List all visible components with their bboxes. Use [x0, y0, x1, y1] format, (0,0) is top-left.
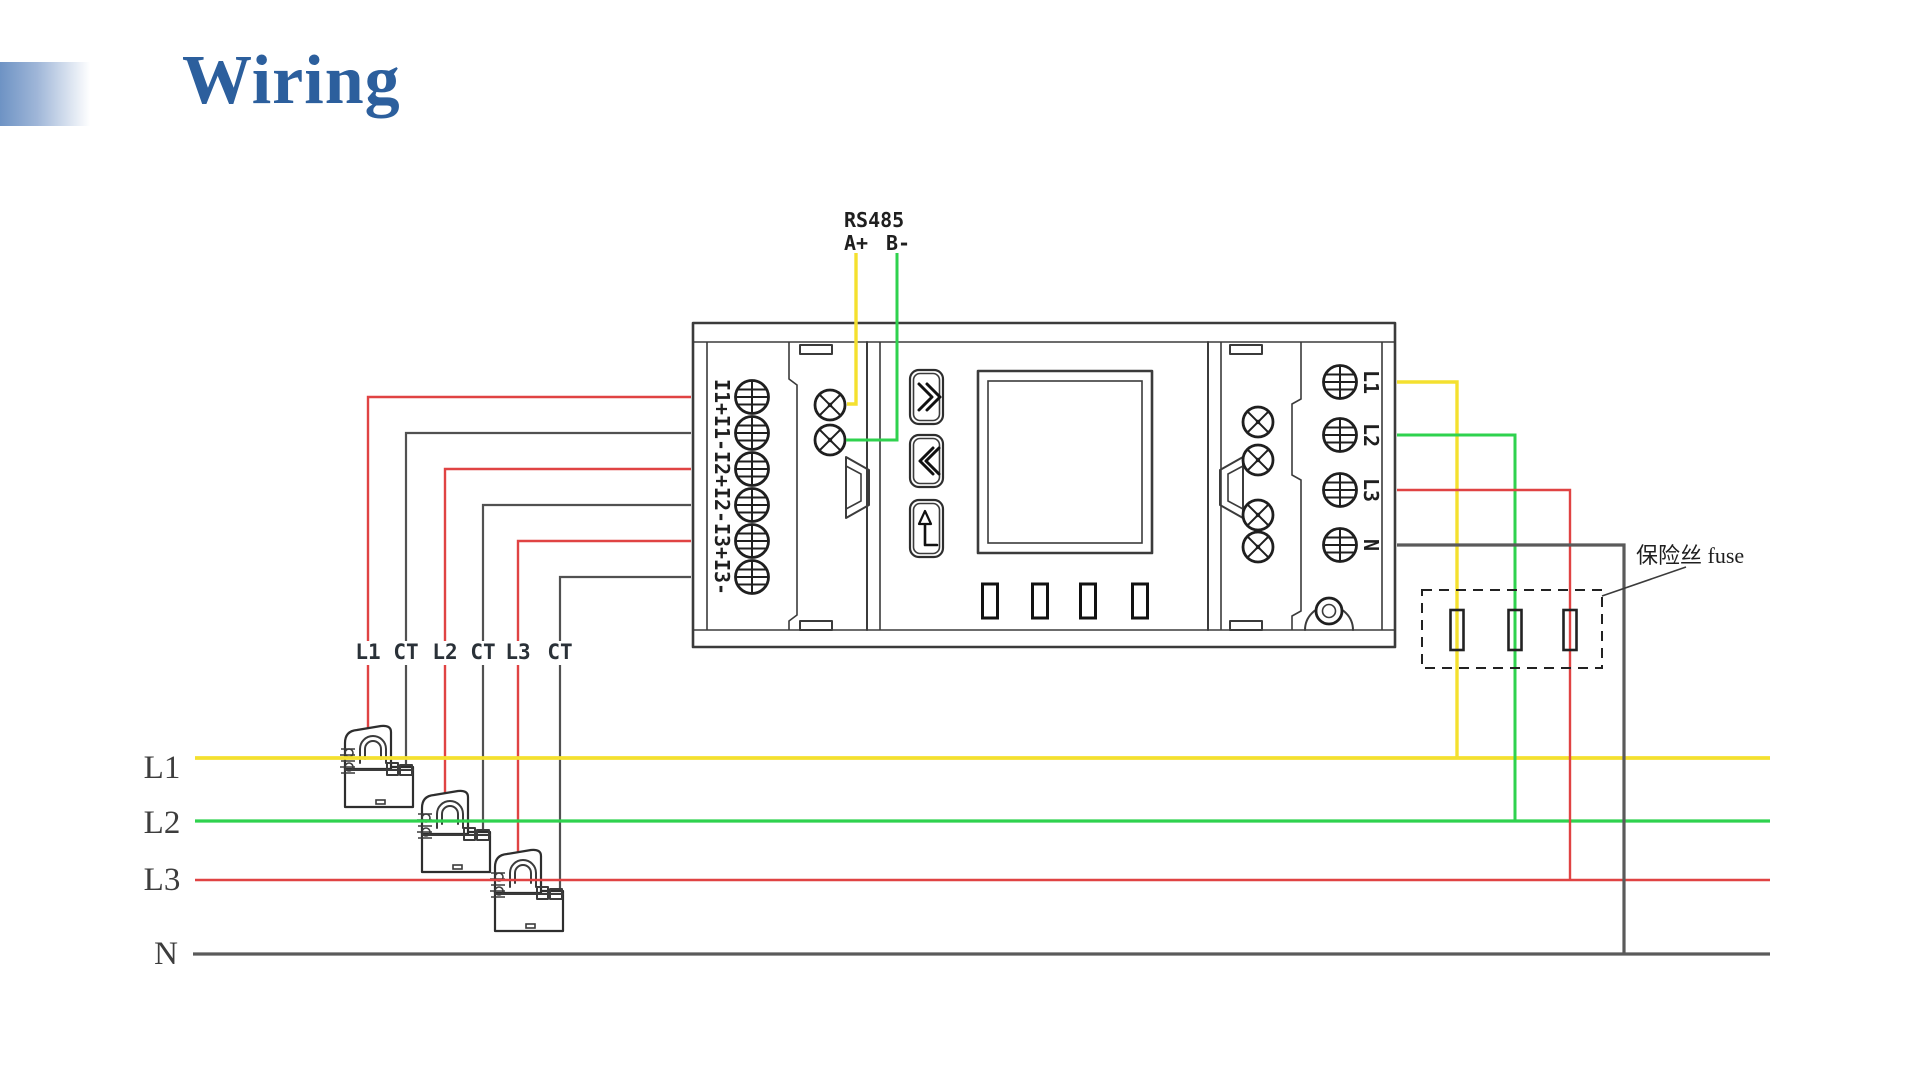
- led-slots: [981, 582, 1149, 620]
- wire-i3-plus: [516, 539, 691, 855]
- din-latch-left: [845, 456, 870, 519]
- ct-clamp-l1: [338, 724, 415, 809]
- terminal-label: I2-: [710, 487, 734, 523]
- terminal-label: I2+: [710, 451, 734, 487]
- forward-button: [908, 368, 945, 426]
- terminal-I1m: [734, 415, 770, 451]
- terminal-label: N: [1359, 539, 1383, 551]
- rs485-a-label: A+: [844, 231, 868, 255]
- ct-label: CT: [547, 640, 572, 664]
- ct-clamp-l3: [488, 848, 565, 933]
- terminal-label: I3-: [710, 559, 734, 595]
- energy-meter: I1+ I1- I2+ I2- I3+ I3-: [691, 321, 1397, 649]
- bottom-tab-right: [1229, 620, 1263, 631]
- wire-n: [1397, 543, 1626, 954]
- bus-label-l2: L2: [144, 805, 181, 841]
- terminal-label: L2: [1359, 423, 1383, 447]
- terminal-I3p: [734, 523, 770, 559]
- terminal-I2m: [734, 487, 770, 523]
- bus-label-l1: L1: [144, 750, 181, 786]
- fuse-l1: [1449, 608, 1465, 652]
- terminal-I1p: [734, 379, 770, 415]
- enter-button: [908, 498, 945, 559]
- current-terminal-block: I1+ I1- I2+ I2- I3+ I3-: [710, 379, 770, 595]
- ct-label: L1: [355, 640, 380, 664]
- ct-label: CT: [393, 640, 418, 664]
- bus-label-n: N: [154, 936, 178, 972]
- seal-screw-hole: [1304, 596, 1354, 631]
- header-accent-bar: [0, 62, 106, 126]
- rs485-b-label: B-: [886, 231, 910, 255]
- terminal-I3m: [734, 559, 770, 595]
- terminal-L1: [1322, 364, 1358, 400]
- wire-l1: [1397, 380, 1459, 758]
- wire-i1-minus: [404, 431, 691, 773]
- bus-label-l3: L3: [144, 862, 181, 898]
- fuse-block: 保险丝 fuse: [1421, 543, 1744, 669]
- din-latch-right: [1219, 456, 1244, 519]
- voltage-terminal-block: L1 L2 L3 N: [1322, 364, 1383, 563]
- terminal-rs485-b: [813, 423, 847, 457]
- wire-i2-plus: [443, 467, 691, 796]
- wire-i1-plus: [366, 395, 691, 731]
- enter-arrow-icon: [923, 520, 939, 547]
- terminal-label: I1+: [710, 379, 734, 415]
- wire-l3: [1397, 488, 1572, 880]
- ct-label: CT: [470, 640, 495, 664]
- terminal-L3: [1322, 472, 1358, 508]
- page-title: Wiring: [182, 42, 401, 119]
- terminal-rs485-a: [813, 388, 847, 422]
- terminal-I2p: [734, 451, 770, 487]
- double-chevron-right-icon: [917, 382, 942, 412]
- double-chevron-left-icon: [918, 446, 941, 476]
- fuse-l2: [1507, 608, 1523, 652]
- fuse-l3: [1562, 608, 1578, 652]
- terminal-label: L3: [1359, 478, 1383, 502]
- ct-label: L3: [505, 640, 530, 664]
- bus-labels: L1 L2 L3 N: [144, 750, 181, 972]
- wire-rs485-b: [846, 253, 899, 442]
- wire-i3-minus: [558, 575, 691, 897]
- bottom-tab-left: [799, 620, 833, 631]
- rs485-label: RS485: [844, 208, 904, 232]
- fuse-dashed-outline: [1421, 589, 1603, 669]
- back-button: [908, 433, 945, 489]
- terminal-label: L1: [1359, 370, 1383, 394]
- top-tab-left: [799, 344, 833, 355]
- phase-bus-lines: [193, 756, 1770, 956]
- fuse-label: 保险丝 fuse: [1636, 543, 1744, 568]
- wire-i2-minus: [481, 503, 691, 838]
- lcd-display: [976, 369, 1154, 555]
- voltage-wires: [1397, 380, 1626, 954]
- ct-clamp-l2: [415, 789, 492, 874]
- wire-rs485-a: [847, 253, 858, 406]
- ct-wire-label-row: L1 CT L2 CT L3 CT: [352, 640, 576, 665]
- rs485-wiring: RS485 A+ B-: [844, 208, 910, 442]
- ct-label: L2: [432, 640, 457, 664]
- terminal-label: I1-: [710, 415, 734, 451]
- terminal-N: [1322, 527, 1358, 563]
- terminal-label: I3+: [710, 523, 734, 559]
- wire-l2: [1397, 433, 1517, 821]
- fuse-leader-line: [1601, 566, 1687, 597]
- top-tab-right: [1229, 344, 1263, 355]
- terminal-L2: [1322, 417, 1358, 453]
